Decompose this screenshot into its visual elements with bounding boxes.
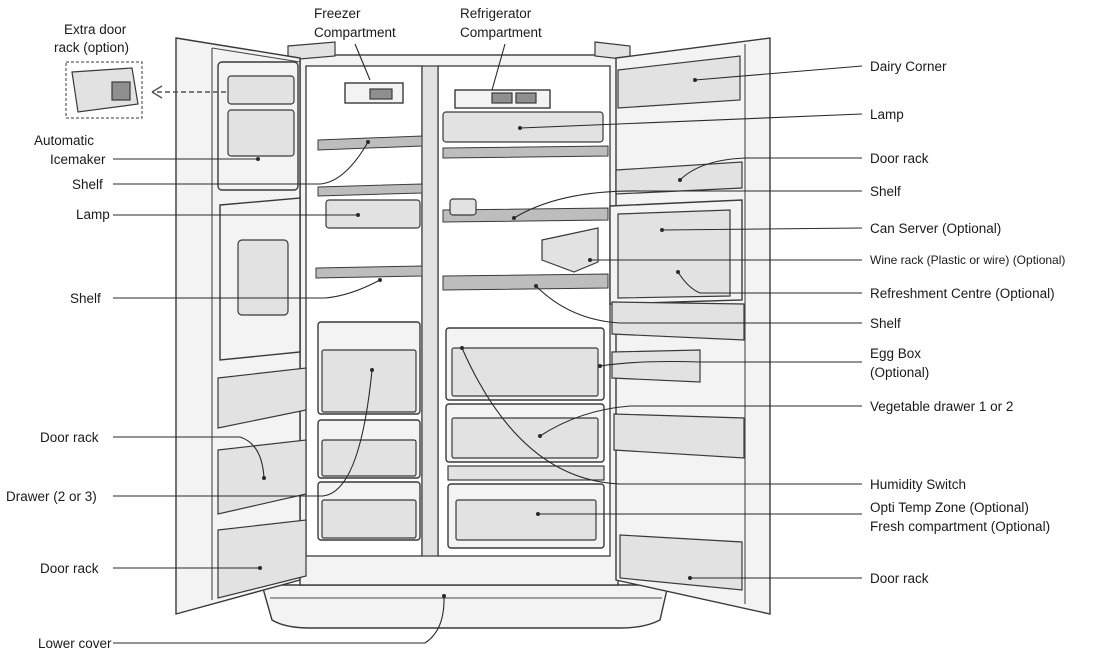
label-opti-temp-1: Opti Temp Zone (Optional) <box>870 500 1029 515</box>
label-automatic-icemaker-2: Icemaker <box>50 152 106 167</box>
extra-door-rack-icon <box>65 61 226 119</box>
label-shelf-left-top: Shelf <box>72 177 103 192</box>
label-can-server: Can Server (Optional) <box>870 221 1001 236</box>
label-door-rack-left-mid: Door rack <box>40 430 99 445</box>
label-humidity-switch: Humidity Switch <box>870 477 966 492</box>
label-lamp-left: Lamp <box>76 207 110 222</box>
label-egg-box-1: Egg Box <box>870 346 921 361</box>
label-door-rack-left-bottom: Door rack <box>40 561 99 576</box>
label-opti-temp-2: Fresh compartment (Optional) <box>870 519 1050 534</box>
label-refrigerator-1: Refrigerator <box>460 6 532 21</box>
label-refreshment-centre: Refreshment Centre (Optional) <box>870 286 1055 301</box>
label-freezer-1: Freezer <box>314 6 361 21</box>
label-freezer-2: Compartment <box>314 25 396 40</box>
labels: Extra door rack (option) Freezer Compart… <box>6 6 1065 651</box>
label-extra-door-rack-2: rack (option) <box>54 40 129 55</box>
label-drawer: Drawer (2 or 3) <box>6 489 97 504</box>
label-vegetable-drawer: Vegetable drawer 1 or 2 <box>870 399 1013 414</box>
label-automatic-icemaker-1: Automatic <box>34 133 94 148</box>
label-door-rack-right-bottom: Door rack <box>870 571 929 586</box>
label-extra-door-rack-1: Extra door <box>64 22 127 37</box>
label-door-rack-right-top: Door rack <box>870 151 929 166</box>
label-refrigerator-2: Compartment <box>460 25 542 40</box>
label-dairy-corner: Dairy Corner <box>870 59 947 74</box>
label-shelf-right-1: Shelf <box>870 184 901 199</box>
label-shelf-left-mid: Shelf <box>70 291 101 306</box>
label-lamp-right: Lamp <box>870 107 904 122</box>
side-by-side-refrigerator-icon <box>175 37 771 629</box>
label-shelf-right-2: Shelf <box>870 316 901 331</box>
label-wine-rack: Wine rack (Plastic or wire) (Optional) <box>870 253 1065 267</box>
label-egg-box-2: (Optional) <box>870 365 929 380</box>
label-lower-cover: Lower cover <box>38 636 112 651</box>
leader-lines <box>113 43 863 644</box>
